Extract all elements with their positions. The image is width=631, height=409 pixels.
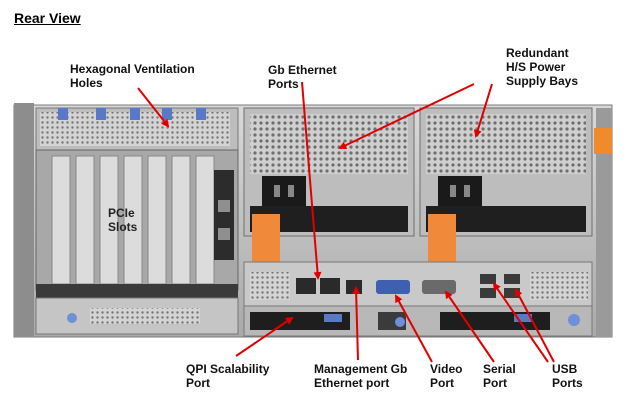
pcie-cage xyxy=(35,107,239,335)
usb-port-3 xyxy=(504,274,520,284)
io-panel xyxy=(243,261,593,337)
arrow-gb-ethernet xyxy=(301,81,322,280)
arrow-management xyxy=(352,286,361,361)
power-inlet-1 xyxy=(262,176,306,206)
management-ethernet-port xyxy=(346,280,362,294)
arrow-usb-2 xyxy=(515,288,555,363)
arrow-qpi xyxy=(235,316,294,357)
arrow-serial xyxy=(444,290,495,363)
usb-port-1 xyxy=(480,274,496,284)
power-supply-2 xyxy=(419,107,593,272)
pcie-slot-brackets xyxy=(51,155,215,285)
power-inlet-2 xyxy=(438,176,482,206)
usb-port-2 xyxy=(480,288,496,298)
arrow-psu-2 xyxy=(473,83,493,138)
video-port xyxy=(376,280,410,294)
arrow-ventilation xyxy=(137,87,170,128)
page-title: Rear View xyxy=(14,10,81,26)
arrow-usb-1 xyxy=(492,282,549,363)
ethernet-port-2 xyxy=(320,278,340,294)
arrow-psu-1 xyxy=(338,83,475,150)
warning-tag xyxy=(594,128,612,154)
arrow-video xyxy=(395,294,433,363)
usb-port-4 xyxy=(504,288,520,298)
serial-port xyxy=(422,280,456,294)
callout-arrows xyxy=(137,81,555,363)
ethernet-port-1 xyxy=(296,278,316,294)
